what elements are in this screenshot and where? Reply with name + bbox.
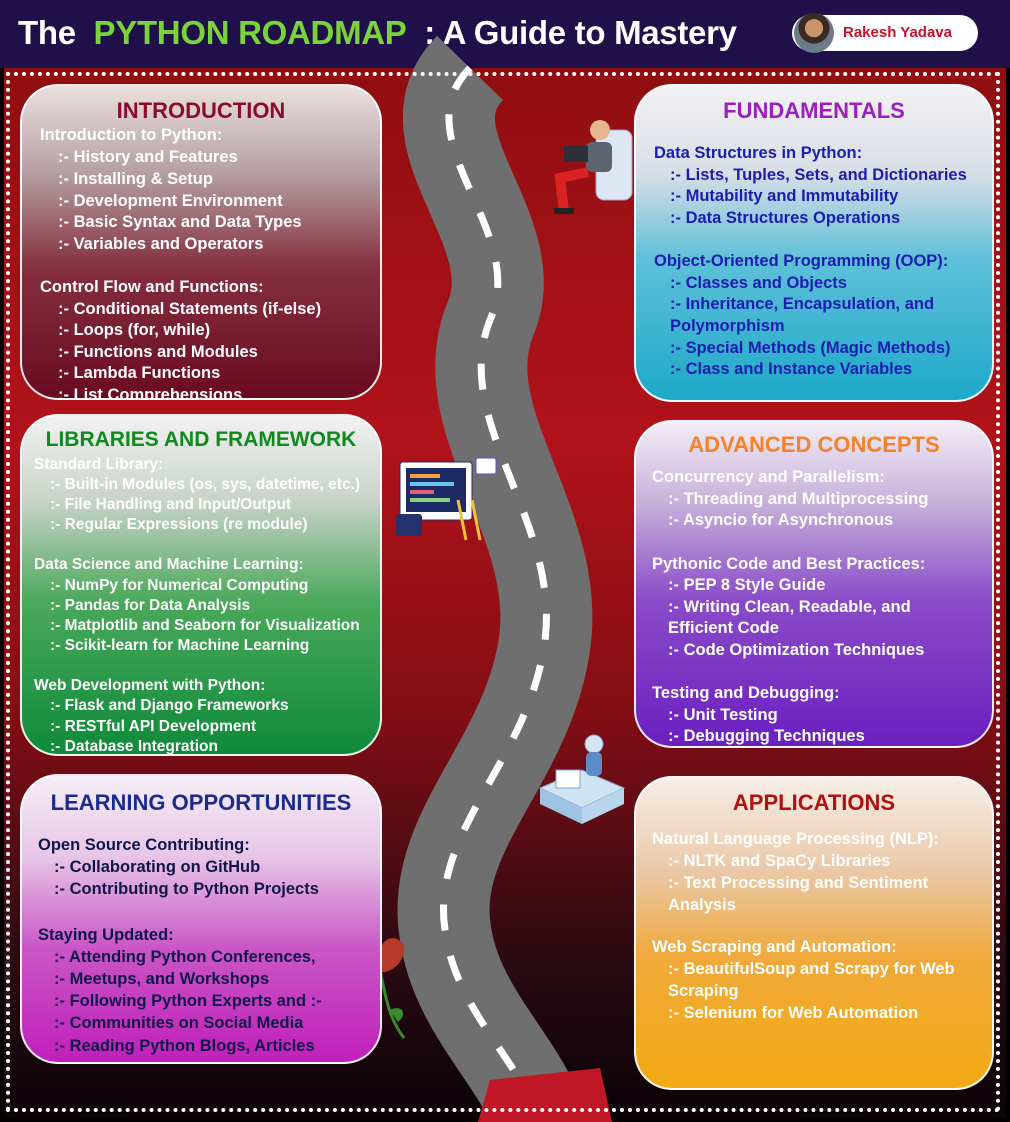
section-line: :- Asyncio for Asynchronous xyxy=(668,511,894,529)
section-line: :- Conditional Statements (if-else) xyxy=(58,300,322,318)
road-lane-markings xyxy=(440,65,550,1122)
section-line: :- Following Python Experts and :- xyxy=(54,992,322,1010)
advanced-card: ADVANCED CONCEPTS Concurrency and Parall… xyxy=(634,420,994,748)
section-line: :- Functions and Modules xyxy=(58,343,258,361)
author-name: Rakesh Yadava xyxy=(843,24,952,41)
section-line: Concurrency and Parallelism: xyxy=(652,468,885,486)
section-line: :- BeautifulSoup and Scrapy for Web xyxy=(668,960,955,978)
section-line: :- Code Optimization Techniques xyxy=(668,641,925,659)
section-line: :- Installing & Setup xyxy=(58,170,213,188)
introduction-card: INTRODUCTION Introduction to Python: :- … xyxy=(20,84,382,400)
section-line: Scraping xyxy=(668,982,739,1000)
section-line: :- Unit Testing xyxy=(668,706,778,724)
section-line: :- Collaborating on GitHub xyxy=(54,858,261,876)
libraries-title: LIBRARIES AND FRAMEWORK xyxy=(45,428,357,451)
section-line: :- Lambda Functions xyxy=(58,364,221,382)
section-line: :- File Handling and Input/Output xyxy=(50,496,292,513)
fundamentals-card: FUNDAMENTALS Data Structures in Python: … xyxy=(634,84,994,402)
section-line: :- RESTful API Development xyxy=(50,718,257,735)
desk-worker-icon xyxy=(538,734,626,824)
section-line: :- Reading Python Blogs, Articles xyxy=(54,1037,315,1055)
fundamentals-title: FUNDAMENTALS xyxy=(723,98,905,123)
section-line: Data Structures in Python: xyxy=(654,144,863,162)
section-line: :- Lists, Tuples, Sets, and Dictionaries xyxy=(670,166,967,184)
section-line: :- Contributing to Python Projects xyxy=(54,880,319,898)
title-rest: : A Guide to Mastery xyxy=(424,14,737,51)
section-line: :- Loops (for, while) xyxy=(58,321,211,339)
section-line: Analysis xyxy=(668,896,736,914)
section-line: :- Debugging Techniques xyxy=(668,727,865,745)
coding-screen-icon xyxy=(396,457,497,541)
avatar xyxy=(794,13,834,53)
learning-card: LEARNING OPPORTUNITIES Open Source Contr… xyxy=(20,774,382,1064)
advanced-title: ADVANCED CONCEPTS xyxy=(688,432,940,457)
section-line: :- Classes and Objects xyxy=(670,274,847,292)
section-line: :- Writing Clean, Readable, and xyxy=(668,598,911,616)
section-line: Polymorphism xyxy=(670,317,785,335)
section-line: :- Regular Expressions (re module) xyxy=(50,516,308,533)
applications-card: APPLICATIONS Natural Language Processing… xyxy=(634,776,994,1090)
title-python: PYTHON ROADMAP xyxy=(93,14,407,51)
section-line: Data Science and Machine Learning: xyxy=(34,556,304,573)
introduction-title: INTRODUCTION xyxy=(116,98,286,123)
section-line: Standard Library: xyxy=(34,456,164,473)
section-line: :- Flask and Django Frameworks xyxy=(50,697,289,714)
section-line: Introduction to Python: xyxy=(40,126,223,144)
section-line: :- Communities on Social Media xyxy=(54,1014,304,1032)
section-line: :- NumPy for Numerical Computing xyxy=(50,577,309,594)
section-line: :- Data Structures Operations xyxy=(670,209,901,227)
section-line: :- Inheritance, Encapsulation, and xyxy=(670,295,935,313)
section-line: :- Pandas for Data Analysis xyxy=(50,597,251,614)
section-line: :- Database Integration xyxy=(50,738,218,755)
section-line: :- Mutability and Immutability xyxy=(670,187,899,205)
section-line: :- Special Methods (Magic Methods) xyxy=(670,339,951,357)
section-line: :- Threading and Multiprocessing xyxy=(668,490,929,508)
section-line: :- Meetups, and Workshops xyxy=(54,970,270,988)
section-line: :- Text Processing and Sentiment xyxy=(668,874,929,892)
dotted-border xyxy=(6,72,1000,1112)
person-laptop-icon xyxy=(554,120,633,214)
section-line: :- Variables and Operators xyxy=(58,235,264,253)
section-line: Object-Oriented Programming (OOP): xyxy=(654,252,949,270)
section-line: Natural Language Processing (NLP): xyxy=(652,830,939,848)
section-line: :- Matplotlib and Seaborn for Visualizat… xyxy=(50,617,360,634)
section-line: Pythonic Code and Best Practices: xyxy=(652,555,926,573)
section-line: :- List Comprehensions xyxy=(58,386,243,400)
section-line: Control Flow and Functions: xyxy=(40,278,264,296)
section-line: :- NLTK and SpaCy Libraries xyxy=(668,852,891,870)
section-line: Efficient Code xyxy=(668,619,779,637)
section-line: :- Basic Syntax and Data Types xyxy=(58,213,302,231)
section-line: :- PEP 8 Style Guide xyxy=(668,576,826,594)
applications-title: APPLICATIONS xyxy=(732,790,896,815)
libraries-card: LIBRARIES AND FRAMEWORK Standard Library… xyxy=(20,414,382,756)
section-line: Web Development with Python: xyxy=(34,677,266,694)
section-line: :- Selenium for Web Automation xyxy=(668,1004,919,1022)
page-title: The PYTHON ROADMAP : A Guide to Mastery xyxy=(18,14,737,52)
section-line: Staying Updated: xyxy=(38,926,174,944)
section-line: :- History and Features xyxy=(58,148,238,166)
title-the: The xyxy=(18,14,76,51)
section-line: :- Class and Instance Variables xyxy=(670,360,913,378)
section-line: :- Development Environment xyxy=(58,192,283,210)
section-line: :- Attending Python Conferences, xyxy=(54,948,316,966)
section-line: :- Built-in Modules (os, sys, datetime, … xyxy=(50,476,361,493)
section-line: :- Scikit-learn for Machine Learning xyxy=(50,637,310,654)
section-line: Web Scraping and Automation: xyxy=(652,938,897,956)
section-line: Testing and Debugging: xyxy=(652,684,840,702)
section-line: Open Source Contributing: xyxy=(38,836,250,854)
learning-title: LEARNING OPPORTUNITIES xyxy=(50,790,352,815)
